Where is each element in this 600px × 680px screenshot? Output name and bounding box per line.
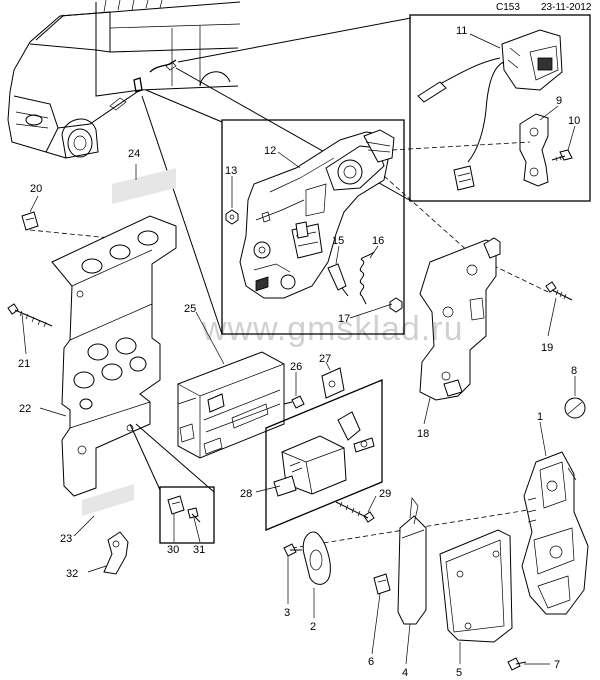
detail-box-cable-handle xyxy=(409,14,591,202)
callout-27: 27 xyxy=(319,353,331,365)
callout-20: 20 xyxy=(30,183,42,195)
van-illustration xyxy=(7,0,241,159)
detail-box-clip-screw xyxy=(159,486,215,544)
part-17-nut xyxy=(389,297,403,313)
callout-15: 15 xyxy=(332,235,344,247)
callout-23: 23 xyxy=(60,533,72,545)
callout-24: 24 xyxy=(128,148,140,160)
leader-van-to-detail-top xyxy=(177,17,412,63)
callout-6: 6 xyxy=(368,656,374,668)
callout-28: 28 xyxy=(240,488,252,500)
callout-7: 7 xyxy=(554,659,560,671)
callout-21: 21 xyxy=(18,358,30,370)
part-32-clamp xyxy=(103,531,129,575)
callout-9: 9 xyxy=(556,95,562,107)
callout-8: 8 xyxy=(571,365,577,377)
part-13-nut xyxy=(225,209,239,225)
watermark: www.gmsklad.ru xyxy=(201,310,464,348)
leader-van-to-lock-bottom xyxy=(141,95,223,335)
diagram-code: C153 xyxy=(496,2,520,13)
part-1-latch xyxy=(521,451,589,615)
callout-10: 10 xyxy=(568,115,580,127)
part-27-bracket xyxy=(321,367,345,399)
part-26-screw xyxy=(283,395,305,409)
callout-13: 13 xyxy=(225,165,237,177)
callout-17: 17 xyxy=(338,313,350,325)
part-4-guide-rail xyxy=(397,497,427,625)
callout-16: 16 xyxy=(372,235,384,247)
detail-box-lock xyxy=(221,119,405,335)
part-9-bracket xyxy=(519,113,549,187)
callout-labels: 11 9 10 12 13 15 16 17 18 19 8 20 21 22 … xyxy=(18,25,580,679)
callout-4: 4 xyxy=(402,667,408,679)
callout-11: 11 xyxy=(456,25,467,37)
part-3-screw xyxy=(283,543,302,557)
part-18-support-plate xyxy=(419,237,501,401)
callout-29: 29 xyxy=(379,488,391,500)
detail-box-actuator xyxy=(265,379,383,531)
callout-31: 31 xyxy=(193,544,205,556)
part-29-bolt xyxy=(335,501,375,523)
part-19-bolt xyxy=(545,281,573,301)
leader-van-to-lock-top xyxy=(145,89,223,123)
callout-3: 3 xyxy=(284,607,290,619)
callout-26: 26 xyxy=(290,361,302,373)
callout-5: 5 xyxy=(456,667,462,679)
leader-bracket-to-detail-bottom xyxy=(135,423,215,493)
leader-bracket-to-detail-top xyxy=(129,423,161,491)
part-5-cover-plate xyxy=(439,529,513,643)
part-2-striker-plate xyxy=(302,531,331,585)
part-28-actuator xyxy=(273,411,375,497)
callout-19: 19 xyxy=(541,342,553,354)
leader-lines xyxy=(21,33,576,665)
part-16-spring xyxy=(359,251,375,305)
part-21-bolt xyxy=(7,303,53,328)
part-25-control-module xyxy=(177,276,285,459)
callout-2: 2 xyxy=(310,621,316,633)
callout-32: 32 xyxy=(66,568,78,580)
part-7-screw xyxy=(507,657,527,671)
part-30-clip xyxy=(167,495,185,515)
callout-30: 30 xyxy=(167,544,179,556)
callout-25: 25 xyxy=(184,303,196,315)
callout-22: 22 xyxy=(19,403,31,415)
part-10-screw xyxy=(551,149,573,162)
part-15-pin xyxy=(327,263,349,297)
part-11-handle-with-cable xyxy=(417,29,563,191)
part-12-lock-plate xyxy=(239,129,395,299)
part-23-insulation-pad xyxy=(82,484,134,516)
alignment-line-lock-to-bracket9 xyxy=(391,141,531,151)
part-6-clip xyxy=(373,573,391,595)
callout-1: 1 xyxy=(537,411,543,423)
part-8-plug xyxy=(564,397,586,419)
callout-12: 12 xyxy=(264,145,276,157)
part-22-mounting-bracket xyxy=(51,215,177,497)
part-31-screw xyxy=(187,507,201,523)
part-20-clip xyxy=(21,211,39,231)
callout-18: 18 xyxy=(417,428,429,440)
diagram-date: 23-11-2012 xyxy=(541,2,592,13)
alignment-line-lock-to-plate18 xyxy=(383,175,481,263)
part-24-insulation-pad xyxy=(112,168,176,204)
